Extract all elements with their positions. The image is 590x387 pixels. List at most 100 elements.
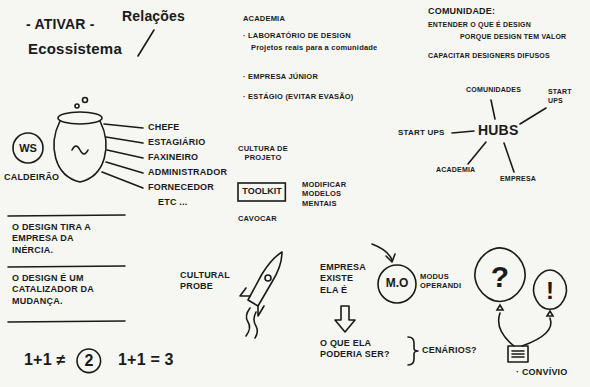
handwritten-note: EMPRESA EXISTE ELA É [320,262,372,296]
node-outline [534,270,567,316]
flow-arrows [372,244,392,260]
handwritten-note: 1+1 = 3 [118,350,174,370]
handwritten-note: ESTAGIÁRIO [148,137,205,148]
balloon-strings [499,313,551,362]
circled-note: M.O [377,264,417,304]
node-text: 2 [85,352,94,370]
circle-outline [378,265,416,303]
handwritten-note: CHEFE [148,122,180,133]
balloon-outline [475,248,525,302]
cauldron-drawing [83,98,88,103]
handwritten-note: O DESIGN TIRA A EMPRESA DA INÉRCIA. [12,222,108,256]
handwritten-note: O DESIGN É UM CATALIZADOR DA MUDANÇA. [12,273,112,307]
balloon-strings [499,313,514,346]
circled-note: WS [12,132,44,164]
hub-rays [491,100,495,119]
cauldron-drawing [106,162,143,173]
handwritten-note: ACADEMIA [436,166,475,175]
node-text: ! [546,278,554,304]
balloon-shape: ? [471,240,529,312]
handwritten-note: Relações [122,8,185,26]
handwritten-note: ENTENDER O QUE É DESIGN [428,21,531,30]
cauldron-drawing [54,121,106,182]
flow-arrows [386,254,395,262]
rocket-drawing [254,312,257,338]
cauldron-drawing [106,137,143,143]
rocket-drawing [258,306,264,316]
cauldron-drawing [54,98,143,189]
handwritten-note: START UPS [548,88,582,106]
handwritten-note: O QUE ELA PODERIA SER? [320,338,404,361]
handwritten-note: COMUNIDADE: [428,6,495,17]
handwritten-note: START UPS [398,128,445,138]
balloon-strings [508,346,528,362]
balloon-outline [534,270,567,309]
separator-lines [8,266,125,267]
node-text: WS [19,142,37,154]
separator-lines [8,321,125,322]
handwritten-note: COMUNIDADES [466,86,521,95]
balloon-strings [522,318,551,346]
handwritten-note: · EMPRESA JÚNIOR [243,72,318,81]
handwritten-note: 1+1 ≠ [24,350,65,370]
rocket-drawing [240,252,282,338]
node-outline [13,133,43,163]
separator-lines [8,215,125,322]
rocket-drawing [246,308,250,336]
handwritten-note: FORNECEDOR [148,182,214,193]
handwritten-note: CULTURA DE PROJETO [236,144,290,163]
rocket-drawing [248,252,282,306]
hub-rays [520,108,546,124]
node-text: M.O [386,277,409,290]
handwritten-note: · LABORATÓRIO DE DESIGN [243,31,351,40]
handwritten-note: HUBS [478,122,518,140]
handwritten-note: ACADEMIA [243,14,285,23]
ativar-strokes [138,30,154,56]
circle-outline [13,133,43,163]
hub-rays [452,131,474,133]
node-text: ? [491,260,509,293]
handwritten-note: · ESTÁGIO (EVITAR EVASÃO) [243,92,354,101]
separator-lines [8,215,125,216]
handwritten-note: MODUS OPERANDI [420,272,466,291]
handwritten-note: · CONVÍVIO [516,367,568,378]
handwritten-note: CAVOCAR [238,214,277,223]
hub-rays [504,143,514,172]
node-outline [378,265,416,303]
circle-outline [77,349,101,373]
cauldron-drawing [102,172,143,188]
handwritten-note: MODIFICAR MODELOS MENTAIS [302,180,364,208]
handwritten-note: EMPRESA [500,175,536,184]
balloon-shape: ! [530,264,570,318]
handwritten-note: CALDEIRÃO [4,172,59,183]
hub-rays [468,142,486,164]
cauldron-drawing [75,104,79,108]
handwritten-note: Projetos reais para a comunidade [251,43,381,52]
handwritten-note: CULTURAL PROBE [180,270,236,293]
node-text: TOOLKIT [242,187,281,197]
handwritten-note: Ecossistema [28,40,122,59]
box-outline [238,183,285,201]
balloon-knot [497,305,503,310]
flow-arrows [408,337,418,365]
cauldron-drawing [58,112,102,124]
balloon-strings [512,351,524,357]
handwritten-note: ADMINISTRADOR [148,167,227,178]
handwritten-note: CENÁRIOS? [422,345,477,356]
cauldron-drawing [72,146,88,154]
rocket-drawing [265,275,271,281]
handwritten-note: - ATIVAR - [26,16,95,34]
tool-box: TOOLKIT [237,182,286,202]
handwritten-note: PORQUE DESIGN TEM VALOR [460,33,566,42]
node-outline [77,349,101,373]
hub-rays [452,100,546,172]
node-outline [475,248,525,310]
cauldron-drawing [104,124,143,128]
flow-arrows [335,306,355,332]
balloon-knot [547,311,553,316]
node-outline [238,183,285,201]
rocket-drawing [240,288,250,296]
circled-note: 2 [76,348,102,374]
handwritten-note: FAXINEIRO [148,152,198,163]
